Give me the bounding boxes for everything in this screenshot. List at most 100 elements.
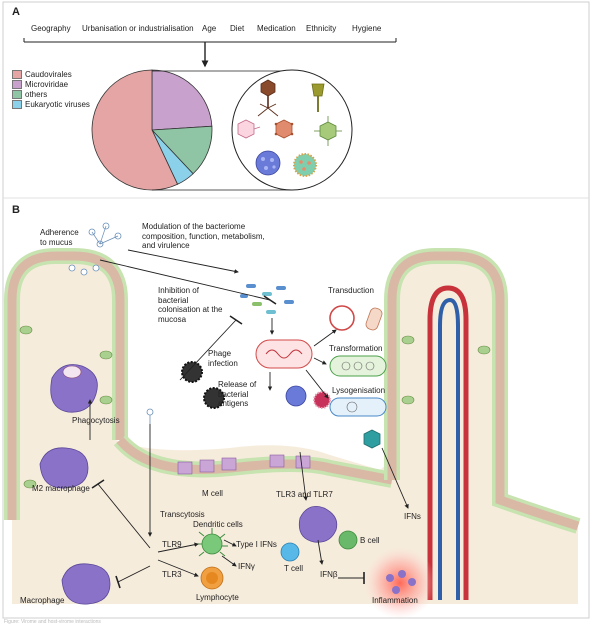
label-t-cell: T cell — [284, 564, 303, 573]
arrow-ifng — [221, 555, 237, 567]
label-m2-macrophage: M2 macrophage — [32, 484, 90, 493]
label-type-i-ifns: Type I IFNs — [236, 540, 277, 549]
inhibit-line-macrophage — [117, 565, 151, 583]
pie-slice-others — [151, 125, 213, 175]
green-capsid-virus-icon — [314, 116, 342, 146]
figure-caption: Figure: Virome and host-virome interacti… — [4, 619, 101, 625]
inhibit-bar-macrophage — [115, 575, 121, 589]
arrow-tlr9 — [157, 542, 199, 553]
panel-a — [23, 38, 397, 191]
factor-diet: Diet — [230, 24, 245, 33]
macrophage-cell — [61, 563, 111, 605]
icosahedral-virus-icon — [274, 119, 294, 139]
factor-medication: Medication — [257, 24, 296, 33]
inhibit-bar-top — [263, 295, 277, 305]
epithelium-left-villus — [7, 251, 125, 520]
factor-urbanisation: Urbanisation or industrialisation — [82, 24, 194, 33]
lamina-propria — [12, 262, 578, 604]
factor-hygiene: Hygiene — [352, 24, 382, 33]
mucus-phages — [68, 222, 122, 276]
label-inflammation: Inflammation — [372, 596, 418, 605]
legend-swatch — [12, 100, 22, 110]
dendritic-cell — [196, 528, 228, 557]
label-macrophage: Macrophage — [20, 596, 65, 605]
legend-label: Eukaryotic viruses — [25, 100, 90, 109]
legend-label: others — [25, 90, 48, 99]
bacteria-cluster — [240, 284, 294, 314]
goblet-cells — [19, 325, 491, 489]
panel-b-letter: B — [12, 204, 20, 216]
arrow-tlr3-tlr7 — [299, 451, 308, 501]
legend-label: Caudovirales — [25, 70, 72, 79]
label-m-cell: M cell — [202, 489, 223, 498]
label-tlr3: TLR3 — [162, 570, 182, 579]
transcytosis-phage-icon — [146, 408, 154, 424]
factor-ethnicity: Ethnicity — [306, 24, 337, 33]
lymphocyte-cell — [200, 566, 224, 590]
m2-macrophage-cell — [39, 447, 89, 489]
infected-bacterium — [255, 339, 313, 369]
eukaryotic-virus-spiked-icon — [293, 153, 317, 177]
label-lymphocyte: Lymphocyte — [196, 593, 239, 602]
artery — [427, 285, 469, 600]
label-transduction: Transduction — [328, 286, 374, 295]
phagocyte-cell — [50, 364, 98, 413]
legend-item-caudovirales: Caudovirales — [12, 70, 72, 80]
label-dendritic-cells: Dendritic cells — [193, 520, 243, 529]
lysogenisation-icon — [329, 397, 387, 417]
transduction-icon — [329, 305, 383, 331]
panel-b — [4, 222, 581, 619]
label-phagocytosis: Phagocytosis — [72, 416, 120, 425]
label-adherence: Adherence to mucus — [40, 228, 79, 247]
inhibit-line-mid — [179, 319, 237, 381]
inhibit-line-m2 — [97, 483, 151, 549]
arrow-type-i-ifns — [223, 539, 237, 547]
filamentous-phage-icon — [311, 83, 325, 112]
label-release: Release of bacterial antigens — [218, 380, 257, 409]
arrow-modulation — [127, 249, 239, 274]
label-ifn-beta: IFNβ — [320, 570, 338, 579]
spiky-phage-icon — [181, 361, 225, 409]
inhibit-line-top — [99, 259, 271, 301]
microviridae-virus-icon — [237, 119, 261, 139]
pie-slice-caudovirales — [91, 69, 179, 191]
label-ifn-gamma: IFNγ — [238, 562, 255, 571]
legend-item-microviridae: Microviridae — [12, 80, 68, 90]
caudovirales-phage-icon — [257, 79, 279, 117]
label-b-cell: B cell — [360, 536, 380, 545]
figure-border — [2, 1, 590, 619]
label-transcytosis: Transcytosis — [160, 510, 205, 519]
inflammation-cells — [386, 570, 416, 594]
label-transformation: Transformation — [329, 344, 383, 353]
label-ifns: IFNs — [404, 512, 421, 521]
inhibit-bar-mid — [229, 315, 243, 325]
legend-swatch — [12, 70, 22, 80]
label-inhibition: Inhibition of bacterial colonisation at … — [158, 286, 223, 324]
antigen-presenting-cell — [298, 505, 338, 543]
pie-slice-microviridae — [151, 69, 213, 131]
label-tlr9: TLR9 — [162, 540, 182, 549]
inhibit-bar-m2 — [91, 479, 105, 489]
epithelium-right-villus — [387, 251, 580, 531]
transformation-icon — [329, 355, 387, 377]
vein — [438, 297, 460, 600]
m-cells — [177, 454, 311, 475]
label-lysogenisation: Lysogenisation — [332, 386, 386, 395]
legend-label: Microviridae — [25, 80, 69, 89]
legend-swatch — [12, 90, 22, 100]
label-modulation: Modulation of the bacteriome composition… — [142, 222, 265, 251]
t-cell — [280, 542, 300, 562]
arrow-lysogenisation — [305, 369, 329, 399]
virome-pie-chart — [91, 69, 213, 191]
b-cell — [338, 530, 358, 550]
label-tlr3-tlr7: TLR3 and TLR7 — [276, 490, 333, 499]
legend-swatch — [12, 80, 22, 90]
arrow-transduction — [313, 329, 337, 347]
eukaryotic-virus-blue-icon — [255, 150, 281, 176]
arrow-ifnb — [317, 539, 324, 565]
arrow-transformation — [313, 357, 327, 365]
legend-item-eukaryotic-viruses: Eukaryotic viruses — [12, 100, 90, 110]
legend-item-others: others — [12, 90, 47, 100]
factor-age: Age — [202, 24, 217, 33]
